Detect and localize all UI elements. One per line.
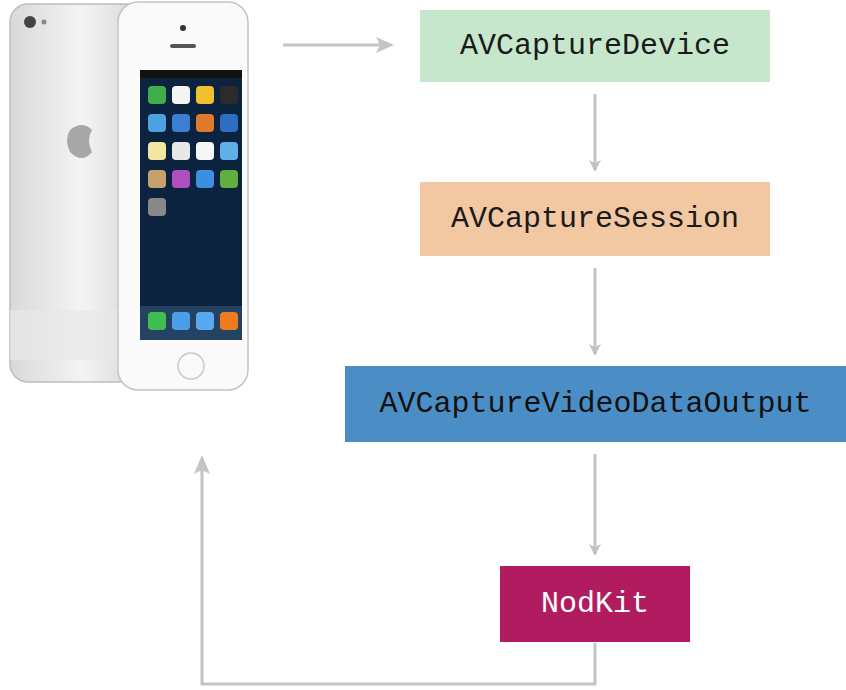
- output-box: AVCaptureVideoDataOutput: [345, 366, 846, 442]
- box-label: AVCaptureSession: [451, 201, 739, 237]
- session-box: AVCaptureSession: [420, 182, 770, 256]
- flow-arrow: [594, 94, 597, 170]
- process-box: NodKit: [500, 566, 690, 642]
- box-label: NodKit: [541, 586, 649, 622]
- flow-arrow: [594, 268, 597, 354]
- device-box: AVCaptureDevice: [420, 10, 770, 82]
- flow-arrow: [594, 454, 597, 554]
- box-label: AVCaptureVideoDataOutput: [379, 386, 811, 422]
- box-label: AVCaptureDevice: [460, 28, 730, 64]
